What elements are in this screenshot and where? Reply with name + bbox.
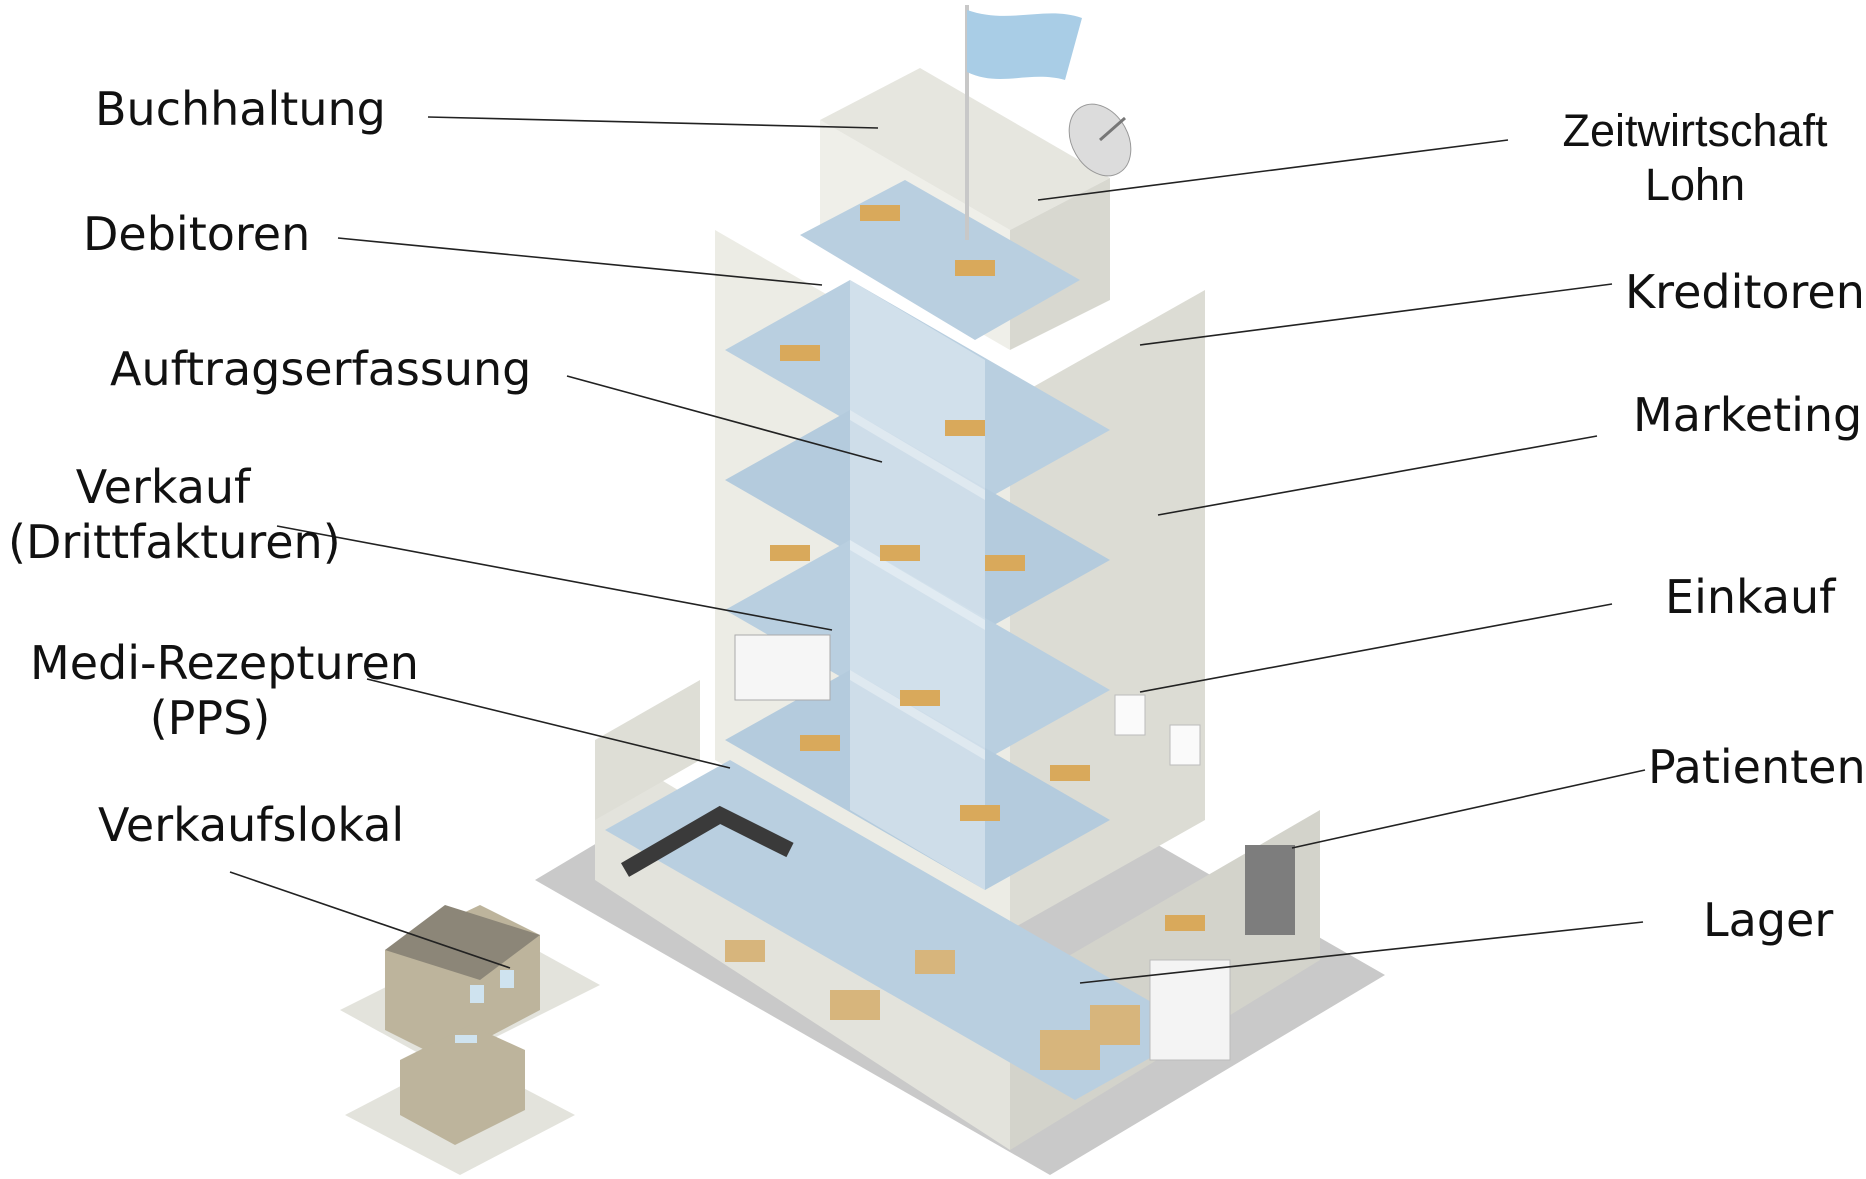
leader-auftragserfassung: [566, 375, 883, 463]
label-medi-line1: Medi-Rezepturen: [30, 636, 419, 690]
label-verkauf: Verkauf (Drittfakturen): [8, 460, 341, 570]
label-marketing: Marketing: [1633, 388, 1863, 442]
leader-zeitwirtschaft: [1037, 139, 1509, 201]
label-buchhaltung: Buchhaltung: [95, 82, 386, 136]
building-illustration: [595, 68, 1320, 1150]
leader-kreditoren: [1139, 283, 1613, 346]
label-lager: Lager: [1703, 893, 1834, 947]
leader-marketing: [1157, 435, 1598, 516]
floor-5: [725, 280, 1110, 500]
floor-3: [725, 540, 1110, 760]
label-einkauf: Einkauf: [1665, 570, 1836, 624]
floor-1: [605, 760, 1200, 1100]
flag-icon: [965, 5, 1082, 240]
label-verkauf-line2: (Drittfakturen): [8, 515, 341, 570]
leader-lines: [229, 116, 1646, 984]
label-zeitwirtschaft-line1: Zeitwirtschaft: [1562, 105, 1828, 156]
label-debitoren: Debitoren: [83, 207, 311, 261]
leader-einkauf: [1139, 603, 1613, 693]
satellite-dish-icon: [1068, 103, 1132, 177]
leader-buchhaltung: [427, 116, 879, 129]
label-patienten: Patienten: [1648, 740, 1866, 794]
label-zeitwirtschaft-lohn: Zeitwirtschaft Lohn: [1540, 104, 1850, 212]
leader-patienten: [1291, 769, 1646, 849]
small-shop-illustration: [340, 905, 600, 1175]
label-medi-rezepturen: Medi-Rezepturen (PPS): [30, 636, 419, 746]
label-medi-line2: (PPS): [149, 691, 271, 746]
leader-verkaufslokal: [229, 871, 511, 969]
leader-debitoren: [337, 237, 823, 286]
leader-medi: [366, 678, 731, 769]
label-auftragserfassung: Auftragserfassung: [110, 342, 532, 396]
leader-lager: [1079, 921, 1644, 984]
label-kreditoren: Kreditoren: [1625, 265, 1865, 319]
label-zeitwirtschaft-line2: Lohn: [1644, 159, 1746, 210]
floor-2: [725, 670, 1110, 890]
label-verkaufslokal: Verkaufslokal: [98, 798, 405, 852]
label-verkauf-line1: Verkauf: [75, 460, 251, 514]
floor-4: [725, 410, 1110, 630]
leader-verkauf: [276, 525, 833, 631]
